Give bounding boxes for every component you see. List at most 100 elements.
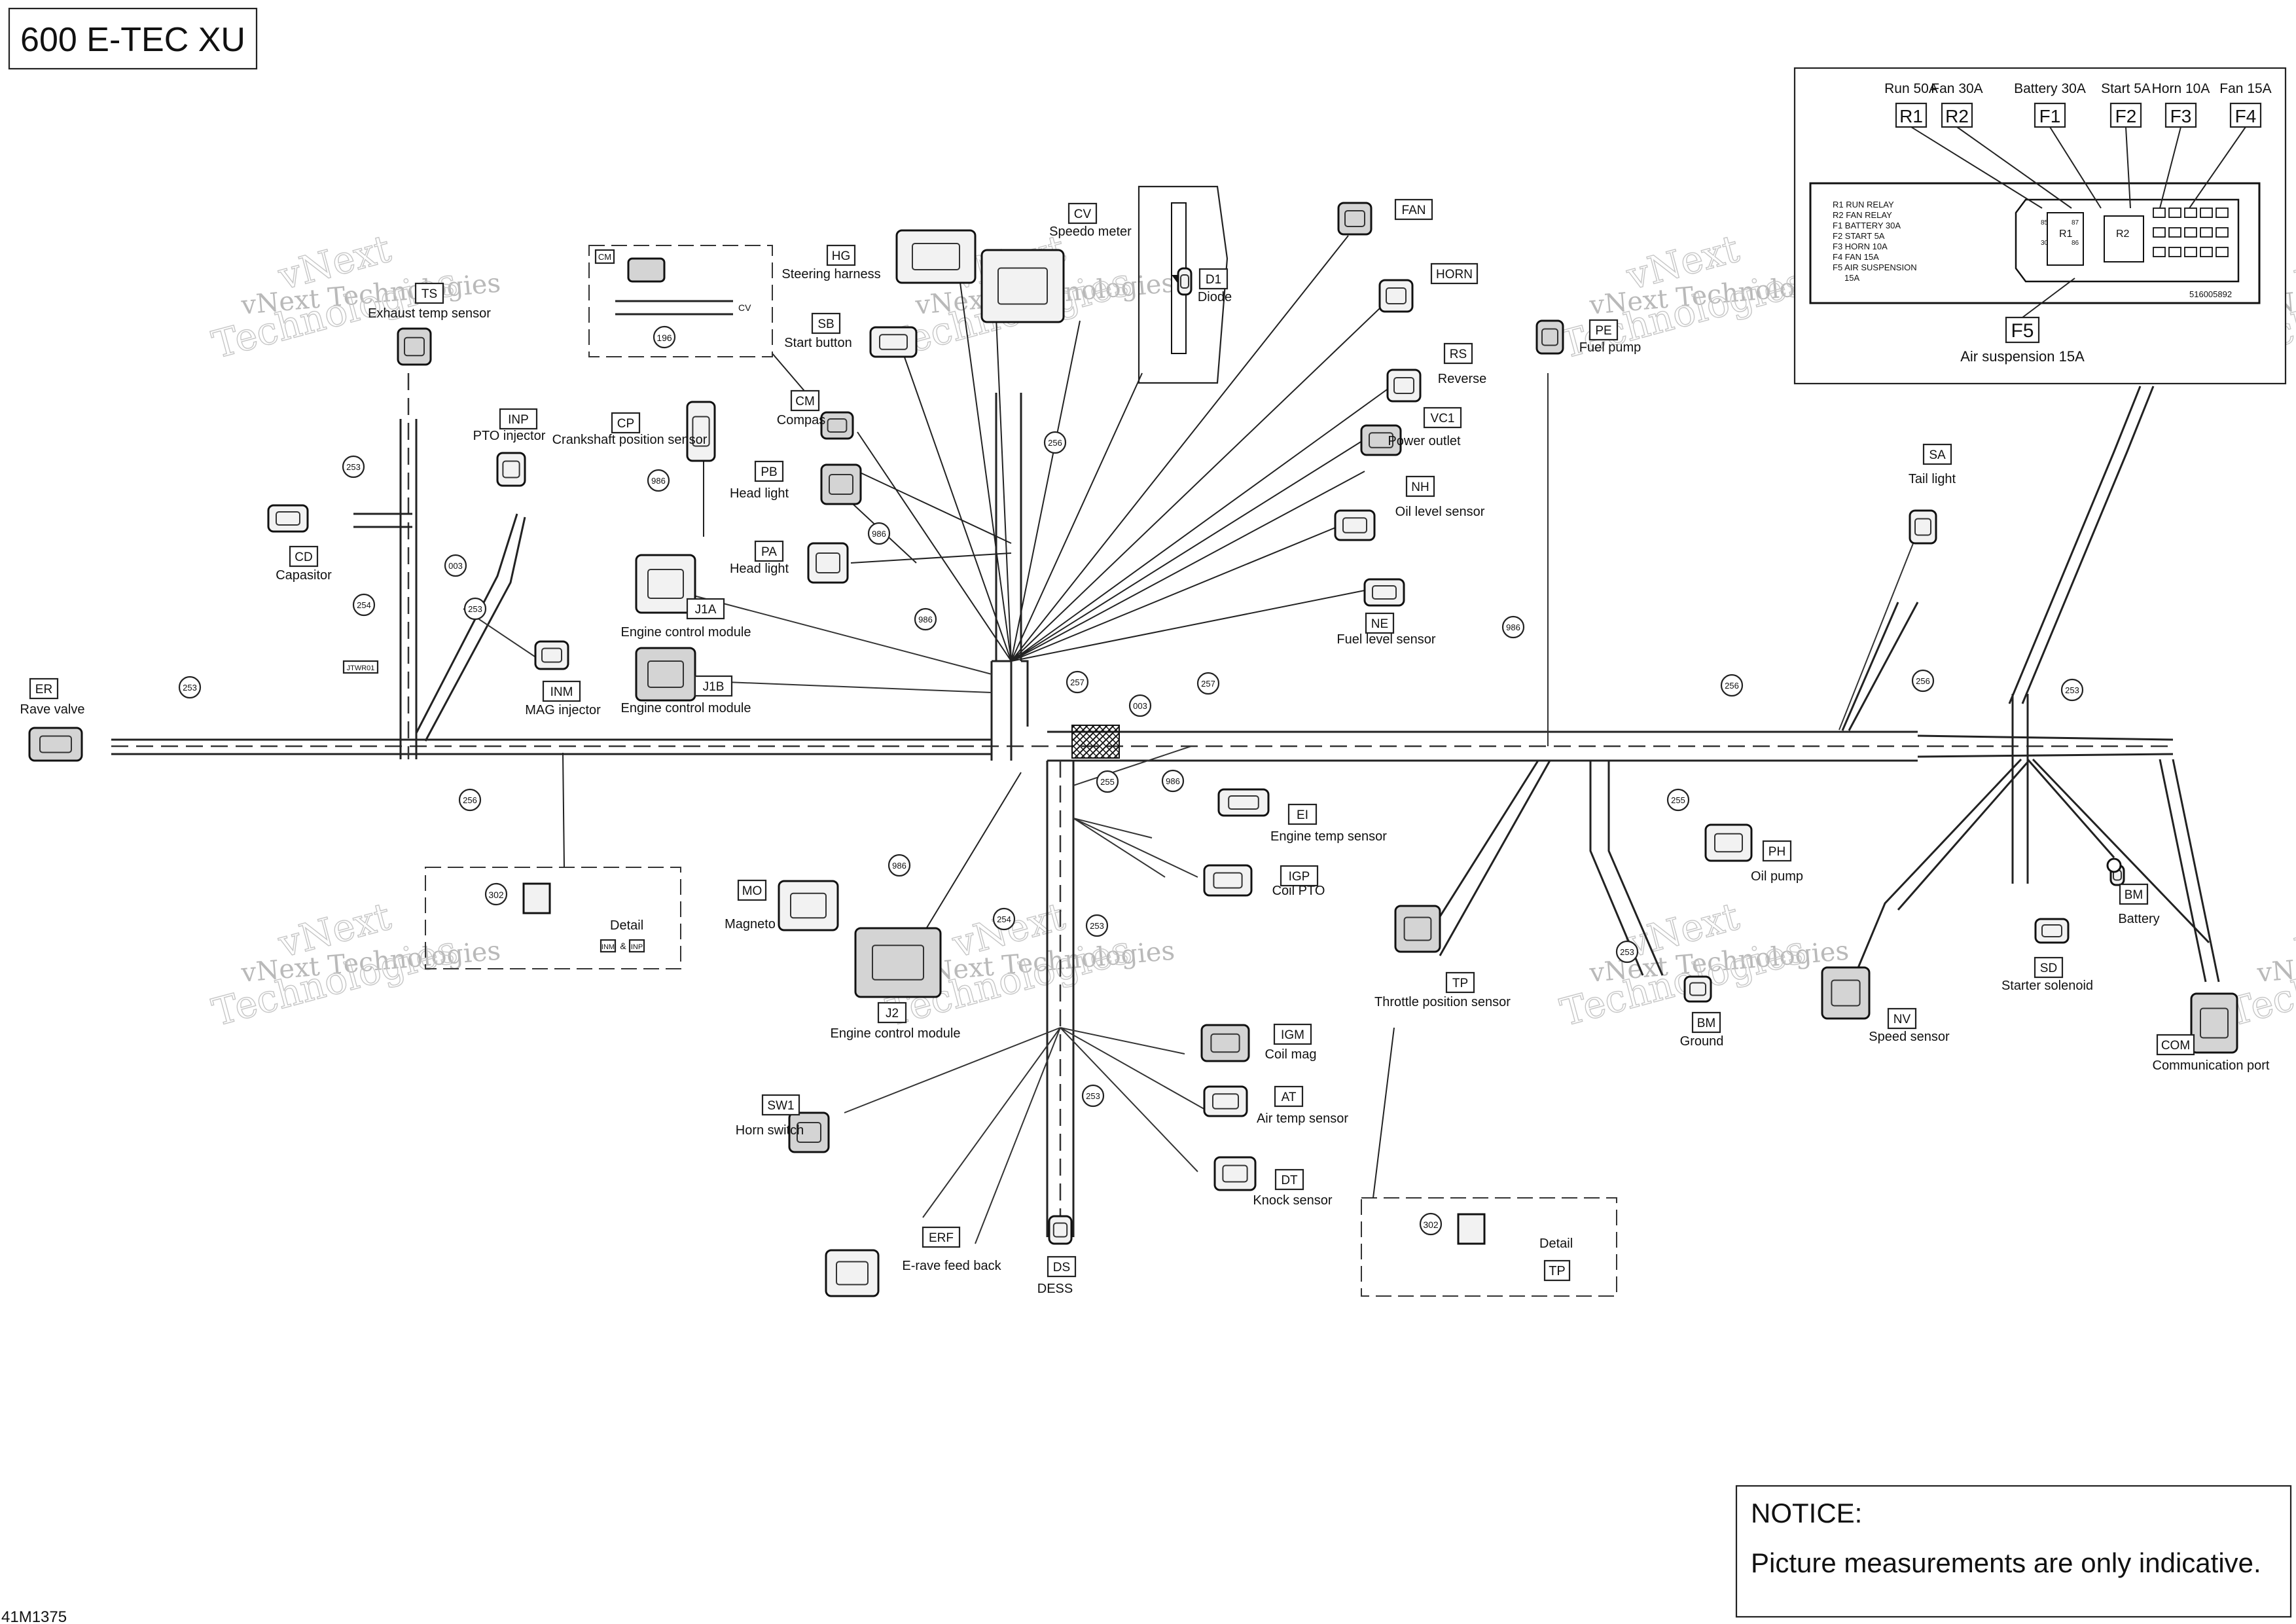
connector-detail xyxy=(1180,274,1189,289)
connector-plug xyxy=(980,249,1065,323)
component-tag-box xyxy=(2034,956,2064,979)
connector-detail xyxy=(1222,1164,1248,1183)
fuse-slot xyxy=(2215,208,2229,218)
connector-plug xyxy=(825,1249,880,1297)
component-label-oil-level-sensor: Oil level sensor xyxy=(1395,505,1485,519)
part-callout xyxy=(1161,769,1185,793)
connector-plug xyxy=(1535,319,1564,355)
component-tag-box xyxy=(754,540,784,562)
part-callout-number: 253 xyxy=(183,683,197,693)
connector-detail xyxy=(997,267,1048,305)
connector-detail xyxy=(1210,1033,1240,1053)
component-label-coil-mag: Coil mag xyxy=(1265,1047,1317,1062)
fuse-rating-f5: Air suspension 15A xyxy=(1960,348,2085,365)
part-callout xyxy=(1081,1084,1105,1108)
notice-heading: NOTICE: xyxy=(1751,1498,1862,1528)
part-callout xyxy=(914,607,937,631)
part-callout xyxy=(1720,674,1744,697)
fuse-legend-line: F3 HORN 10A xyxy=(1833,242,1888,251)
fuse-rating-r1: Run 50A xyxy=(1884,81,1938,96)
fuse-slot xyxy=(2153,208,2166,218)
fuse-rating-f2: Start 5A xyxy=(2101,81,2151,96)
component-label-magneto: Magneto xyxy=(725,917,776,931)
inset-callout: 196 xyxy=(656,333,672,343)
component-code-at: AT xyxy=(1282,1091,1297,1104)
connector-detail xyxy=(836,1261,869,1286)
component-code-horn: HORN xyxy=(1436,268,1473,281)
component-label-exhaust-temp-sensor: Exhaust temp sensor xyxy=(368,306,491,321)
connector-detail xyxy=(647,660,684,688)
fuse-slot xyxy=(2200,208,2213,218)
component-label-coil-pto: Coil PTO xyxy=(1272,884,1325,898)
fuse-tag-box xyxy=(1941,102,1973,128)
connector-detail xyxy=(829,474,853,495)
connector-plug xyxy=(1386,369,1422,403)
connector-detail xyxy=(1369,432,1393,448)
connector-detail xyxy=(1831,979,1861,1007)
component-tag-box xyxy=(1198,268,1229,290)
svg-text:87: 87 xyxy=(2072,219,2079,226)
connector-plug xyxy=(28,727,83,762)
component-code-d1: D1 xyxy=(1206,273,1221,287)
component-code-cp: CP xyxy=(617,417,634,431)
connector-detail xyxy=(1403,916,1432,941)
svg-text:302: 302 xyxy=(488,890,504,900)
connector-plug xyxy=(820,411,854,440)
fuse-legend-line: R1 RUN RELAY xyxy=(1833,200,1894,209)
component-code-ei: EI xyxy=(1297,808,1308,822)
component-label-engine-control-module: Engine control module xyxy=(620,625,751,640)
part-callout-number: 253 xyxy=(2065,685,2079,695)
component-tag-box xyxy=(1430,262,1479,285)
connector-detail xyxy=(1372,585,1397,600)
fuse-part-number: 516005892 xyxy=(2189,289,2232,299)
fuse-code-r1: R1 xyxy=(1899,106,1923,126)
component-label-engine-control-module: Engine control module xyxy=(830,1026,960,1041)
part-callout xyxy=(1096,770,1119,793)
component-tag-box xyxy=(761,1094,800,1116)
component-code-mo: MO xyxy=(742,884,762,898)
part-callout xyxy=(342,455,365,478)
connector-plug xyxy=(1363,578,1405,607)
component-code-bm: BM xyxy=(1697,1017,1716,1030)
component-tag-box xyxy=(1394,198,1433,221)
fuse-slot xyxy=(2168,227,2181,238)
part-callout xyxy=(1501,615,1525,639)
component-label-dess: DESS xyxy=(1037,1282,1073,1296)
component-tag-box xyxy=(289,545,319,568)
fuse-slot xyxy=(2200,247,2213,257)
fuse-leader xyxy=(2159,126,2181,209)
connector-plug xyxy=(635,554,696,614)
component-tag-box xyxy=(922,1226,961,1248)
connector-detail xyxy=(404,336,425,357)
component-tag-box xyxy=(29,677,59,700)
fuse-code-f4: F4 xyxy=(2235,106,2257,126)
component-label-head-light: Head light xyxy=(730,486,789,501)
part-callout xyxy=(1615,940,1639,964)
connector-detail xyxy=(692,416,710,447)
component-tag-box xyxy=(1280,865,1319,887)
detail-box-tp: 302 Detail TP xyxy=(1361,1027,1617,1297)
connector-plug xyxy=(686,401,716,462)
component-code-cm: CM xyxy=(795,395,815,408)
svg-text:R2: R2 xyxy=(2116,228,2130,240)
connector-plug xyxy=(854,927,942,998)
component-code-inm: INM xyxy=(550,685,573,699)
svg-text:R1: R1 xyxy=(2059,228,2073,240)
connector-detail xyxy=(790,892,827,919)
component-label-engine-temp-sensor: Engine temp sensor xyxy=(1270,829,1387,844)
part-callout xyxy=(867,522,891,545)
connector-detail xyxy=(816,552,840,573)
part-callout-number: 253 xyxy=(468,604,482,614)
svg-text:TP: TP xyxy=(1549,1264,1566,1278)
part-callout xyxy=(1043,431,1067,454)
part-callout-number: 253 xyxy=(1090,921,1104,931)
part-callout xyxy=(458,788,482,812)
component-tag-box xyxy=(1443,342,1473,365)
component-label-start-button: Start button xyxy=(784,336,852,350)
component-tag-box xyxy=(1423,406,1462,429)
component-tag-box xyxy=(694,675,733,697)
small-tag: JTWR01 xyxy=(347,664,375,672)
part-callout-number: 986 xyxy=(872,529,886,539)
component-label-horn-switch: Horn switch xyxy=(736,1123,804,1138)
component-tag-box xyxy=(1287,803,1318,825)
